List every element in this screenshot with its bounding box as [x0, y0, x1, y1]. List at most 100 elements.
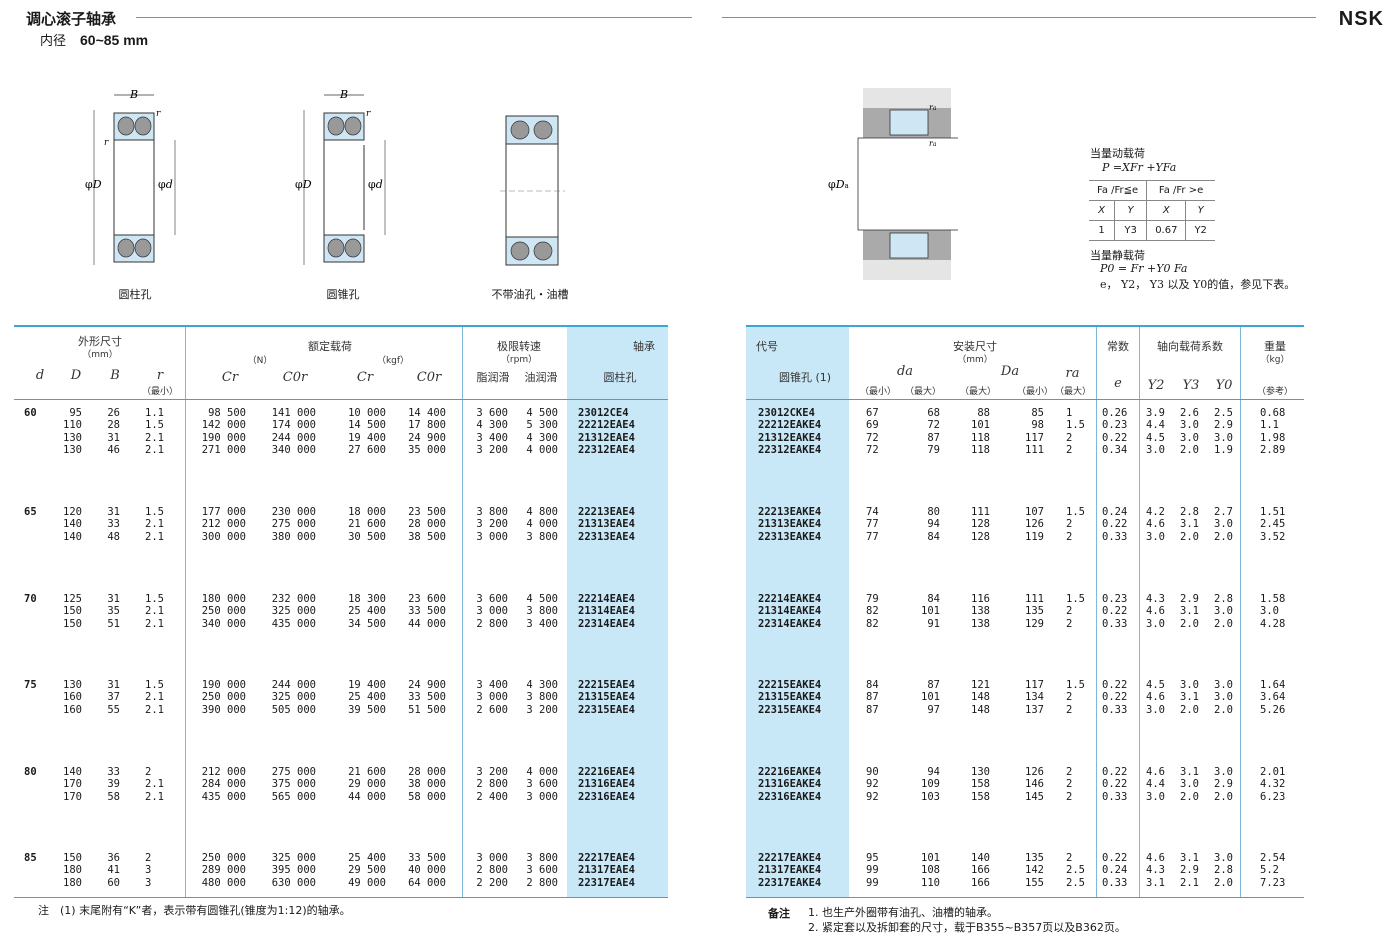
- table-cell: 1.5: [145, 419, 164, 432]
- table-cell: 130: [971, 766, 990, 778]
- table-cell: 2.1: [145, 790, 164, 803]
- table-cell: 3 600: [526, 778, 558, 791]
- table-cell: 1.51: [1260, 506, 1286, 518]
- table-cell: 26: [107, 407, 120, 419]
- bearing-number: 22313EAE4: [578, 530, 635, 543]
- table-cell: 2.5: [1066, 864, 1085, 877]
- table-cell: 4.6: [1146, 518, 1165, 531]
- table-cell: 0.22: [1102, 852, 1128, 864]
- table-cell: 5.2: [1260, 864, 1279, 877]
- cell-y2-value: Y2: [1185, 220, 1215, 241]
- bearing-number: 22214EAE4: [578, 593, 635, 605]
- table-cell: 35: [107, 605, 120, 618]
- table-cell: 0.22: [1102, 691, 1128, 704]
- table-cell: 39 500: [348, 703, 386, 716]
- table-cell: 180 000: [201, 593, 246, 605]
- page-title: 调心滚子轴承: [26, 10, 117, 28]
- table-cell: 325 000: [271, 852, 316, 864]
- table-cell: 1.58: [1260, 593, 1286, 605]
- table-cell: 3.1: [1180, 852, 1199, 864]
- table-cell: 3.1: [1180, 691, 1199, 704]
- table-cell: 2.1: [145, 518, 164, 531]
- header-rule-right: [722, 17, 1316, 18]
- table-cell: 0.22: [1102, 605, 1128, 618]
- bearing-code: 21312EAKE4: [758, 431, 822, 444]
- bore-diameter: 70: [24, 593, 37, 605]
- table-cell: 3.0: [1214, 691, 1233, 704]
- table-cell: 2.9: [1180, 864, 1199, 877]
- header-Y3: Y3: [1182, 378, 1200, 393]
- table-cell: 2.9: [1180, 593, 1199, 605]
- table-cell: 84: [927, 530, 940, 543]
- table-cell: 23 600: [408, 593, 446, 605]
- table-cell: 39: [107, 778, 120, 791]
- table-cell: 125: [63, 593, 82, 605]
- table-cell: 212 000: [201, 766, 246, 778]
- table-cell: 4.4: [1146, 419, 1165, 432]
- bearing-number: 21317EAE4: [578, 864, 635, 877]
- header-dims: 外形尺寸: [78, 335, 122, 348]
- table-cell: 1.64: [1260, 679, 1286, 691]
- table-cell: 0.24: [1102, 864, 1128, 877]
- table-cell: 4 500: [526, 407, 558, 419]
- bearing-code: 21314EAKE4: [758, 605, 822, 618]
- header-da: da: [896, 364, 914, 379]
- table-cell: 275 000: [271, 518, 316, 531]
- table-cell: 2 400: [476, 790, 508, 803]
- table-cell: 5 300: [526, 419, 558, 432]
- table-cell: 6.23: [1260, 790, 1286, 803]
- table-cell: 435 000: [201, 790, 246, 803]
- table-cell: 3 800: [526, 530, 558, 543]
- cell-y1-value: Y3: [1113, 220, 1148, 241]
- bore-diameter: 60: [24, 407, 37, 419]
- table-cell: 2.1: [145, 691, 164, 704]
- table-cell: 2 800: [476, 617, 508, 630]
- table-cell: 109: [921, 778, 940, 791]
- header-dims-unit: （mm）: [82, 350, 118, 360]
- bearing-code: 22216EAKE4: [758, 766, 822, 778]
- table-cell: 126: [1025, 766, 1044, 778]
- table-cell: 3.1: [1180, 518, 1199, 531]
- table-cell: 31: [107, 431, 120, 444]
- table-cell: 84: [866, 679, 879, 691]
- table-cell: 3.1: [1146, 876, 1165, 889]
- table-cell: 0.26: [1102, 407, 1128, 419]
- table-cell: 31: [107, 506, 120, 518]
- table-cell: 2.8: [1214, 864, 1233, 877]
- header-d: d: [35, 368, 45, 383]
- left-header-rule: [14, 399, 668, 400]
- table-cell: 24 900: [408, 431, 446, 444]
- table-cell: 118: [971, 431, 990, 444]
- header-B: B: [110, 368, 120, 383]
- bearing-code: 22315EAKE4: [758, 703, 822, 716]
- table-cell: 4 300: [476, 419, 508, 432]
- table-cell: 2: [1066, 766, 1073, 778]
- table-cell: 325 000: [271, 605, 316, 618]
- header-r: r: [156, 368, 164, 383]
- table-cell: 3.0: [1146, 617, 1165, 630]
- table-cell: 4.3: [1146, 864, 1165, 877]
- table-cell: 2: [1066, 790, 1073, 803]
- table-cell: 117: [1025, 431, 1044, 444]
- table-cell: 1.5: [1066, 419, 1085, 432]
- static-load-note: e， Y2， Y3 以及 Y0的值，参见下表。: [1100, 278, 1296, 291]
- static-load-title: 当量静载荷: [1090, 249, 1145, 262]
- table-cell: 1.5: [145, 506, 164, 518]
- table-cell: 101: [921, 852, 940, 864]
- caption-no-oil-groove: 不带油孔・油槽: [491, 288, 569, 301]
- cell-y2: Y: [1185, 200, 1215, 221]
- table-cell: 95: [69, 407, 82, 419]
- table-cell: 2: [1066, 617, 1073, 630]
- table-cell: 141 000: [271, 407, 316, 419]
- table-cell: 84: [927, 593, 940, 605]
- table-cell: 250 000: [201, 691, 246, 704]
- bearing-number: 22217EAE4: [578, 852, 635, 864]
- table-cell: 77: [866, 530, 879, 543]
- table-cell: 271 000: [201, 443, 246, 456]
- table-cell: 190 000: [201, 431, 246, 444]
- svg-text:φDa: φDa: [828, 178, 849, 191]
- table-cell: 0.33: [1102, 617, 1128, 630]
- table-cell: 4.4: [1146, 778, 1165, 791]
- table-cell: 5.26: [1260, 703, 1286, 716]
- table-cell: 3.0: [1146, 530, 1165, 543]
